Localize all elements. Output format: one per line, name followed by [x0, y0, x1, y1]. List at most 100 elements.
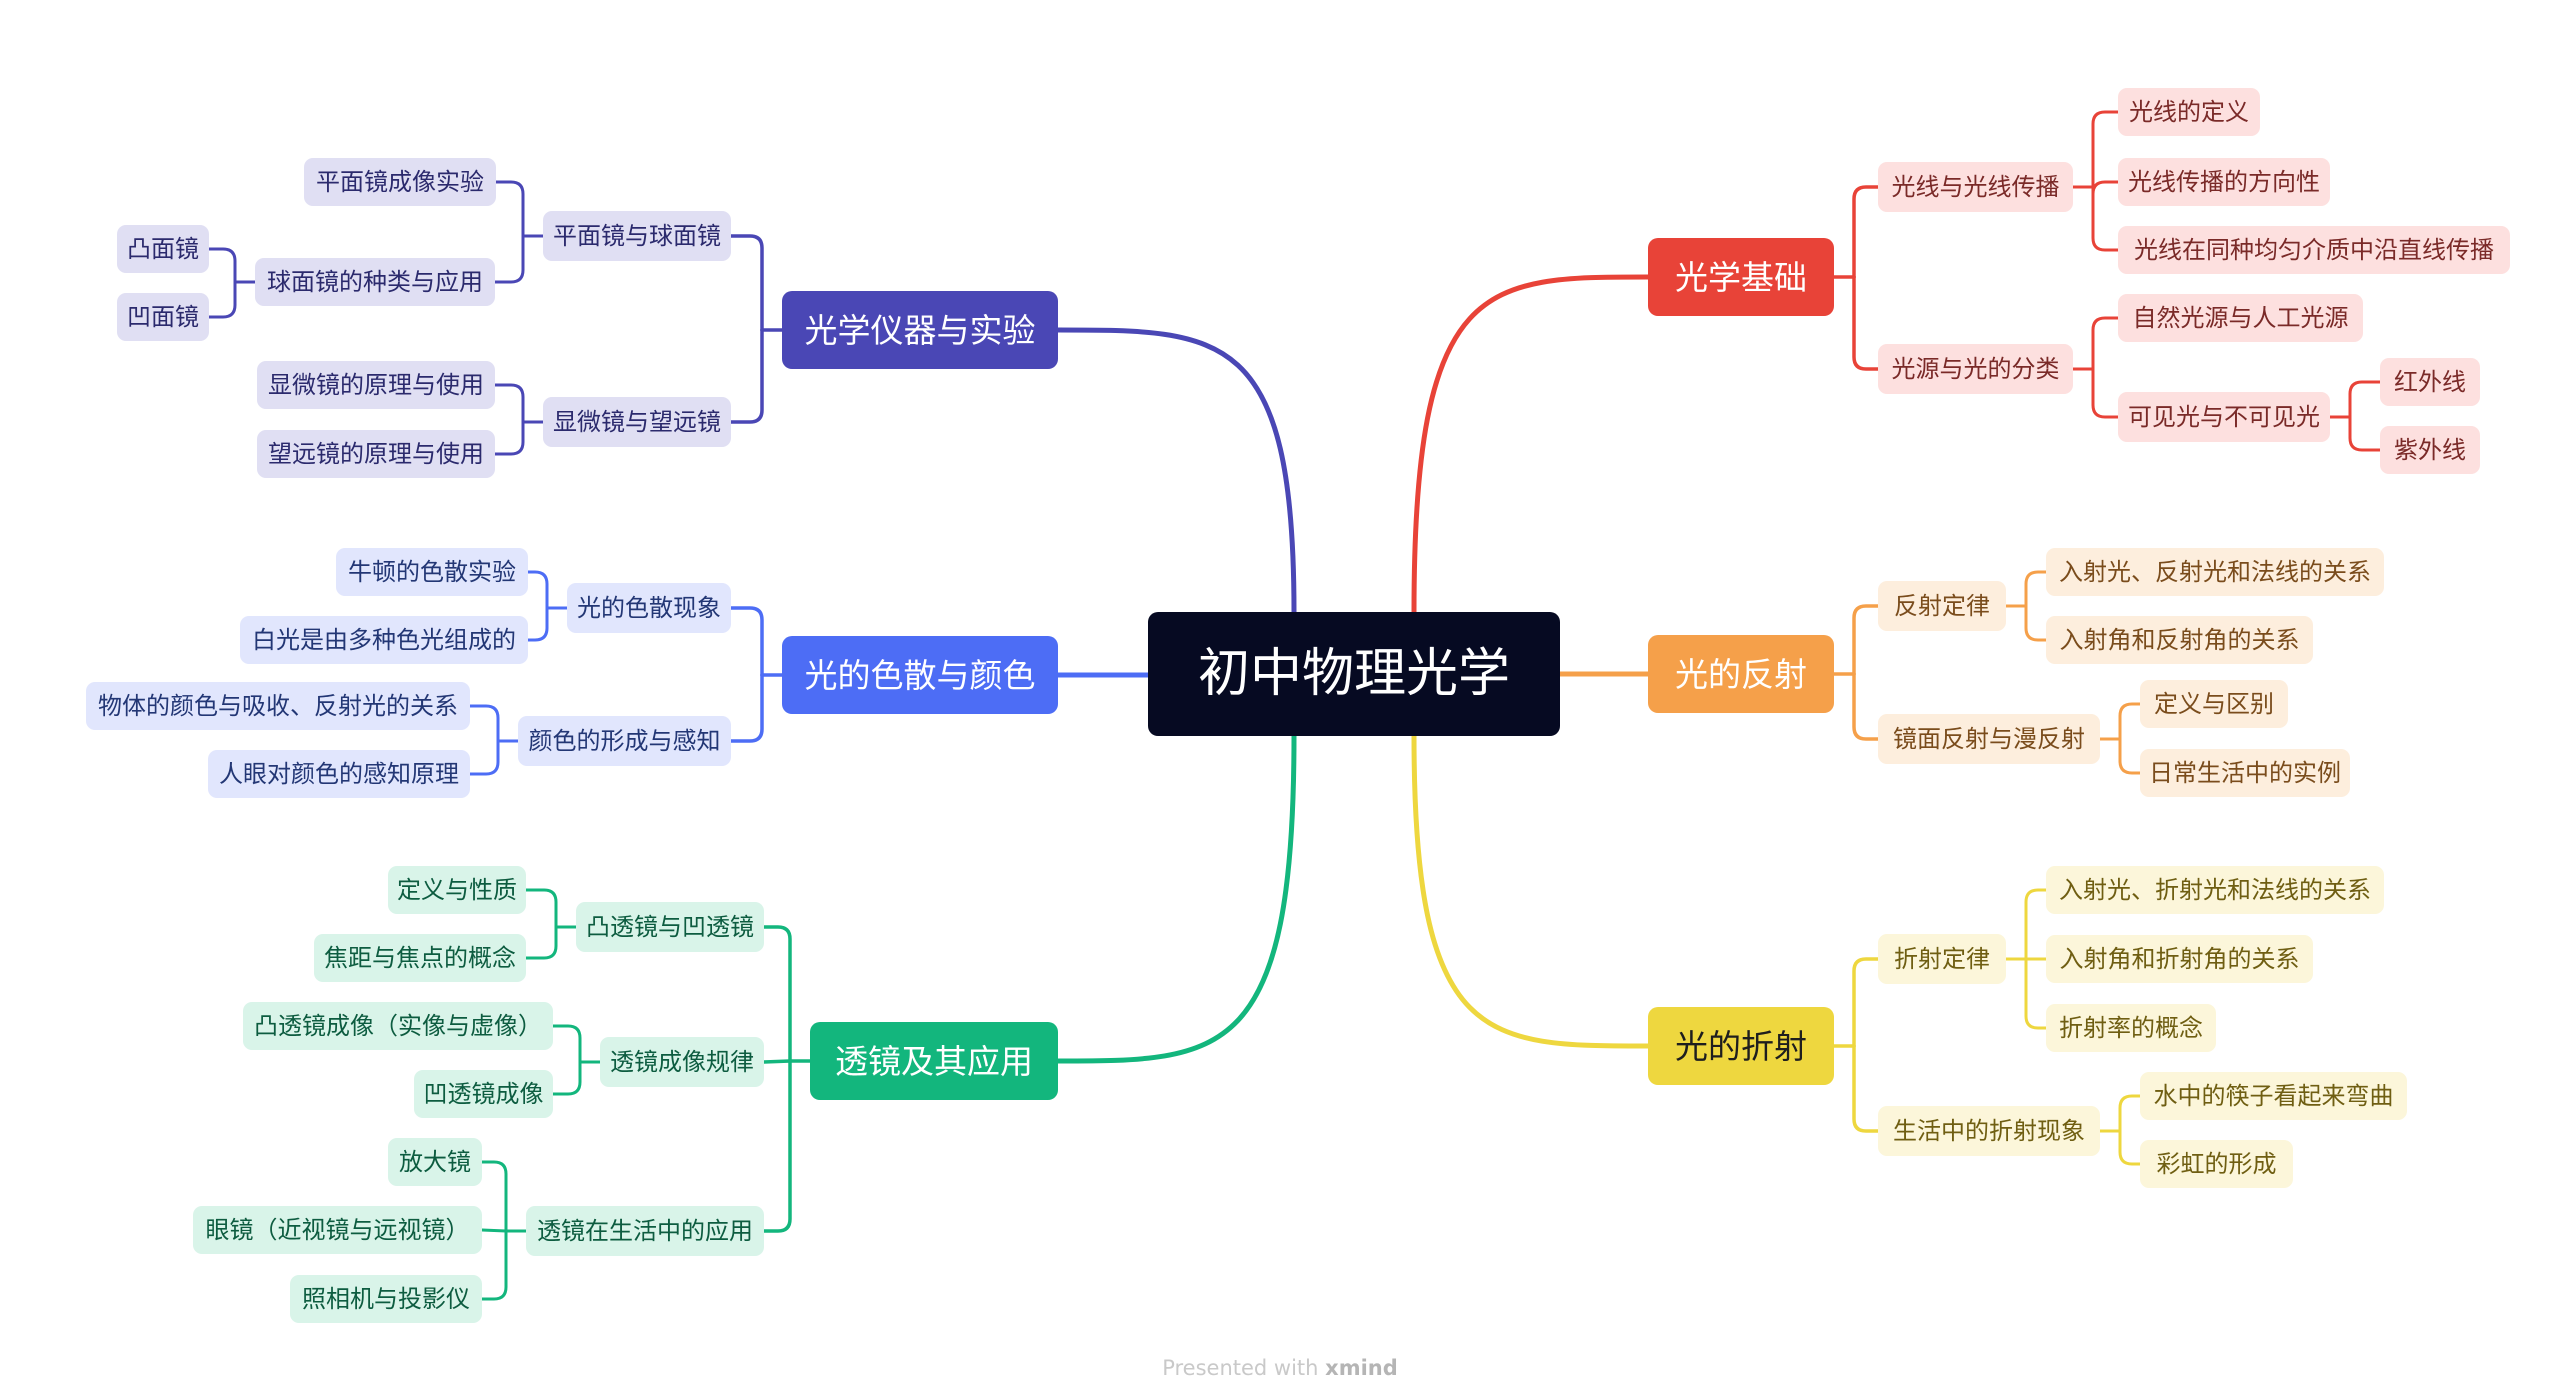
connector-23 — [2024, 888, 2048, 961]
branch-refraction-label: 光的折射 — [1675, 1026, 1807, 1066]
branch-refraction-sub-1[interactable]: 折射定律 — [1878, 934, 2006, 984]
branch-refraction-sub-1-child-3-label: 折射率的概念 — [2059, 1014, 2203, 1042]
branch-instruments-sub-1-child-2-label: 球面镜的种类与应用 — [267, 268, 483, 296]
branch-instruments-sub-1-child-1-label: 平面镜成像实验 — [316, 168, 484, 196]
branch-refraction-sub-2-child-2[interactable]: 彩虹的形成 — [2140, 1140, 2293, 1188]
branch-lens-sub-3-child-2[interactable]: 眼镜（近视镜与远视镜） — [193, 1206, 482, 1254]
branch-reflection-label: 光的反射 — [1675, 654, 1807, 694]
branch-reflection[interactable]: 光的反射 — [1648, 635, 1834, 713]
branch-dispersion[interactable]: 光的色散与颜色 — [782, 636, 1058, 714]
branch-dispersion-sub-2-child-1-label: 物体的颜色与吸收、反射光的关系 — [98, 692, 458, 720]
branch-reflection-sub-1[interactable]: 反射定律 — [1878, 581, 2006, 631]
branch-lens-sub-3[interactable]: 透镜在生活中的应用 — [526, 1206, 764, 1256]
branch-dispersion-sub-1-child-1[interactable]: 牛顿的色散实验 — [336, 548, 528, 596]
branch-instruments-sub-2-child-1[interactable]: 显微镜的原理与使用 — [257, 361, 495, 409]
footer-credit: Presented with xmind — [0, 1356, 2560, 1380]
branch-instruments-sub-1-child-2-child-1[interactable]: 凸面镜 — [117, 225, 209, 273]
branch-basics-sub-1[interactable]: 光线与光线传播 — [1878, 162, 2073, 212]
branch-basics-sub-2-child-2-child-2-label: 紫外线 — [2394, 436, 2466, 464]
connector-55 — [524, 925, 558, 960]
connector-28 — [2118, 1129, 2142, 1166]
connector-57 — [551, 1024, 582, 1064]
footer-brand: xmind — [1325, 1356, 1398, 1380]
branch-instruments-sub-1-child-1[interactable]: 平面镜成像实验 — [304, 158, 496, 206]
branch-dispersion-sub-2-label: 颜色的形成与感知 — [528, 727, 721, 755]
connector-62 — [480, 1229, 508, 1301]
branch-refraction-sub-1-child-2[interactable]: 入射角和折射角的关系 — [2046, 935, 2313, 983]
branch-refraction-sub-1-child-1-label: 入射光、折射光和法线的关系 — [2059, 876, 2371, 904]
branch-basics-sub-1-child-3[interactable]: 光线在同种均匀介质中沿直线传播 — [2118, 226, 2510, 274]
branch-dispersion-sub-1-child-2-label: 白光是由多种色光组成的 — [252, 626, 516, 654]
branch-lens-sub-1[interactable]: 凸透镜与凹透镜 — [576, 902, 764, 952]
branch-lens-sub-2-child-2[interactable]: 凹透镜成像 — [414, 1070, 553, 1118]
connector-60 — [480, 1160, 508, 1233]
branch-refraction-sub-1-child-3[interactable]: 折射率的概念 — [2046, 1004, 2216, 1052]
branch-refraction-sub-1-child-2-label: 入射角和折射角的关系 — [2059, 945, 2300, 973]
branch-refraction[interactable]: 光的折射 — [1648, 1007, 1834, 1085]
branch-instruments-sub-2-label: 显微镜与望远镜 — [553, 408, 721, 436]
branch-dispersion-sub-2[interactable]: 颜色的形成与感知 — [518, 716, 731, 766]
branch-lens-sub-2-child-1[interactable]: 凸透镜成像（实像与虚像） — [243, 1002, 553, 1050]
connector-31 — [1852, 1044, 1880, 1133]
branch-basics-connector — [1411, 274, 1651, 615]
branch-basics-sub-2-child-1[interactable]: 自然光源与人工光源 — [2118, 294, 2363, 342]
branch-instruments[interactable]: 光学仪器与实验 — [782, 291, 1058, 369]
branch-basics-sub-2-child-2-label: 可见光与不可见光 — [2128, 403, 2320, 431]
connector-2 — [2091, 180, 2120, 195]
connector-34 — [207, 280, 237, 319]
branch-reflection-sub-1-child-1[interactable]: 入射光、反射光和法线的关系 — [2046, 548, 2384, 596]
branch-refraction-sub-2[interactable]: 生活中的折射现象 — [1878, 1106, 2100, 1156]
branch-dispersion-sub-2-child-2[interactable]: 人眼对颜色的感知原理 — [208, 750, 470, 798]
branch-refraction-connector — [1411, 733, 1651, 1049]
branch-instruments-sub-2[interactable]: 显微镜与望远镜 — [543, 397, 731, 447]
connector-36 — [494, 180, 525, 238]
branch-instruments-sub-1-child-2-child-2[interactable]: 凹面镜 — [117, 293, 209, 341]
branch-refraction-sub-2-child-2-label: 彩虹的形成 — [2156, 1150, 2277, 1178]
connector-45 — [526, 570, 549, 610]
connector-8 — [2091, 316, 2120, 371]
branch-lens-sub-2-child-2-label: 凹透镜成像 — [423, 1080, 544, 1108]
branch-basics-sub-1-child-3-label: 光线在同种均匀介质中沿直线传播 — [2134, 236, 2494, 264]
branch-basics-sub-1-child-1[interactable]: 光线的定义 — [2118, 88, 2260, 136]
branch-reflection-sub-2-child-1[interactable]: 定义与区别 — [2140, 680, 2288, 728]
connector-5 — [2348, 380, 2382, 419]
branch-lens-sub-1-child-1-label: 定义与性质 — [397, 876, 517, 904]
branch-reflection-sub-2[interactable]: 镜面反射与漫反射 — [1878, 714, 2100, 764]
branch-lens-sub-1-child-1[interactable]: 定义与性质 — [388, 866, 526, 914]
branch-refraction-sub-1-child-1[interactable]: 入射光、折射光和法线的关系 — [2046, 866, 2384, 914]
branch-dispersion-sub-2-child-1[interactable]: 物体的颜色与吸收、反射光的关系 — [86, 682, 470, 730]
branch-dispersion-sub-1-label: 光的色散现象 — [577, 594, 721, 622]
branch-reflection-sub-1-child-1-label: 入射光、反射光和法线的关系 — [2059, 558, 2371, 586]
root-topic[interactable]: 初中物理光学 — [1148, 612, 1560, 736]
branch-basics-sub-2-child-2-child-1[interactable]: 红外线 — [2380, 358, 2480, 406]
branch-lens-sub-3-child-3[interactable]: 照相机与投影仪 — [290, 1275, 482, 1323]
branch-lens[interactable]: 透镜及其应用 — [810, 1022, 1058, 1100]
branch-dispersion-sub-1[interactable]: 光的色散现象 — [567, 583, 731, 633]
branch-reflection-sub-1-child-2[interactable]: 入射角和反射角的关系 — [2046, 616, 2313, 664]
branch-basics[interactable]: 光学基础 — [1648, 238, 1834, 316]
branch-lens-sub-2[interactable]: 透镜成像规律 — [600, 1037, 764, 1087]
branch-lens-sub-3-child-1-label: 放大镜 — [399, 1148, 471, 1176]
branch-basics-sub-2-child-2-child-2[interactable]: 紫外线 — [2380, 426, 2480, 474]
branch-instruments-sub-1-child-2[interactable]: 球面镜的种类与应用 — [255, 258, 495, 306]
branch-refraction-sub-2-child-1[interactable]: 水中的筷子看起来弯曲 — [2140, 1072, 2407, 1120]
branch-basics-sub-2-child-2[interactable]: 可见光与不可见光 — [2118, 392, 2330, 442]
connector-42 — [729, 234, 764, 332]
connector-21 — [1852, 672, 1880, 741]
connector-43 — [729, 328, 764, 424]
branch-instruments-sub-2-child-2[interactable]: 望远镜的原理与使用 — [257, 430, 495, 478]
branch-lens-sub-3-child-1[interactable]: 放大镜 — [388, 1138, 482, 1186]
branch-reflection-sub-2-child-2-label: 日常生活中的实例 — [2149, 759, 2341, 787]
branch-instruments-sub-1[interactable]: 平面镜与球面镜 — [543, 211, 731, 261]
branch-basics-sub-1-child-2[interactable]: 光线传播的方向性 — [2118, 158, 2330, 206]
branch-lens-sub-1-child-2[interactable]: 焦距与焦点的概念 — [314, 934, 526, 982]
branch-dispersion-sub-1-child-2[interactable]: 白光是由多种色光组成的 — [240, 616, 528, 664]
branch-reflection-sub-2-child-2[interactable]: 日常生活中的实例 — [2140, 749, 2350, 797]
connector-49 — [468, 739, 500, 776]
connector-51 — [729, 606, 764, 677]
branch-basics-sub-2[interactable]: 光源与光的分类 — [1878, 344, 2073, 394]
branch-instruments-sub-2-child-1-label: 显微镜的原理与使用 — [268, 371, 484, 399]
branch-basics-sub-2-label: 光源与光的分类 — [1891, 355, 2060, 383]
connector-12 — [1852, 275, 1880, 371]
